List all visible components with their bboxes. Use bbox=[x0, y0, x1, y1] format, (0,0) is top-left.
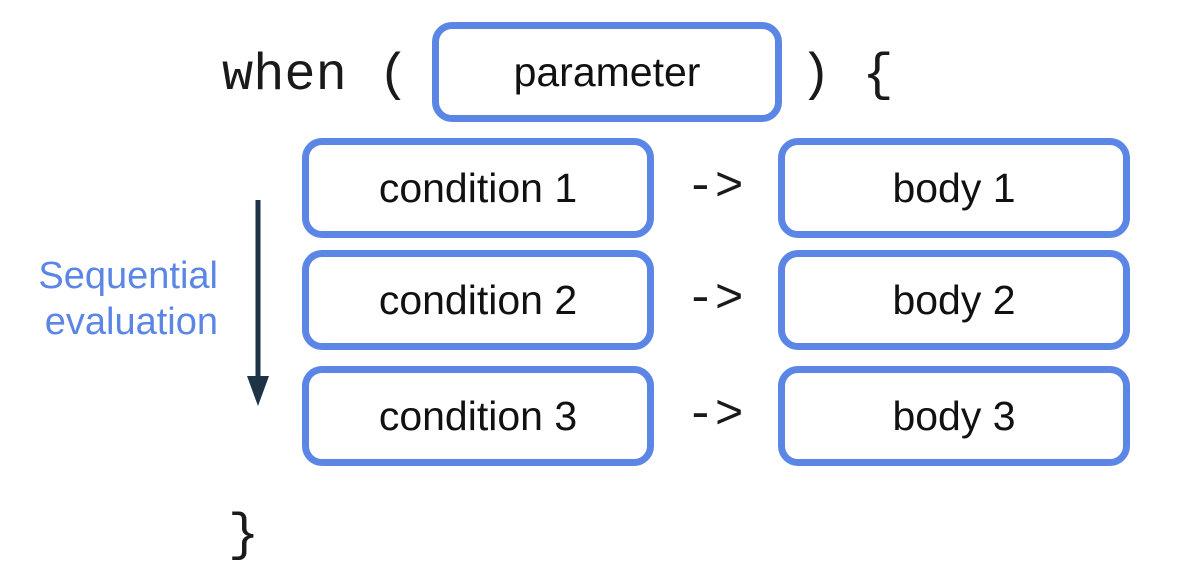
closing-brace: } bbox=[228, 506, 260, 565]
sequential-arrow-head bbox=[247, 376, 269, 406]
side-label-line-2: evaluation bbox=[44, 300, 218, 343]
condition-label-1: condition 1 bbox=[378, 164, 578, 211]
condition-box-2: condition 2 bbox=[302, 250, 654, 350]
open-paren: ( bbox=[378, 46, 410, 105]
side-label-line-1: Sequential bbox=[38, 255, 218, 297]
condition-label-3: condition 3 bbox=[378, 392, 578, 439]
body-box-1: body 1 bbox=[778, 138, 1130, 238]
body-box-2: body 2 bbox=[778, 250, 1130, 350]
branch-arrow-3: -> bbox=[686, 389, 744, 443]
branch-arrow-1: -> bbox=[686, 161, 744, 215]
parameter-label: parameter bbox=[513, 48, 701, 95]
when-keyword: when bbox=[222, 46, 347, 105]
body-label-1: body 1 bbox=[892, 164, 1016, 211]
parameter-box: parameter bbox=[432, 22, 782, 122]
condition-label-2: condition 2 bbox=[378, 276, 578, 323]
condition-box-3: condition 3 bbox=[302, 366, 654, 466]
body-label-3: body 3 bbox=[892, 392, 1016, 439]
sequential-evaluation-label: Sequential evaluation bbox=[38, 254, 218, 345]
close-paren-brace: ) { bbox=[800, 46, 894, 105]
condition-box-1: condition 1 bbox=[302, 138, 654, 238]
body-label-2: body 2 bbox=[892, 276, 1016, 323]
branch-arrow-2: -> bbox=[686, 273, 744, 327]
body-box-3: body 3 bbox=[778, 366, 1130, 466]
